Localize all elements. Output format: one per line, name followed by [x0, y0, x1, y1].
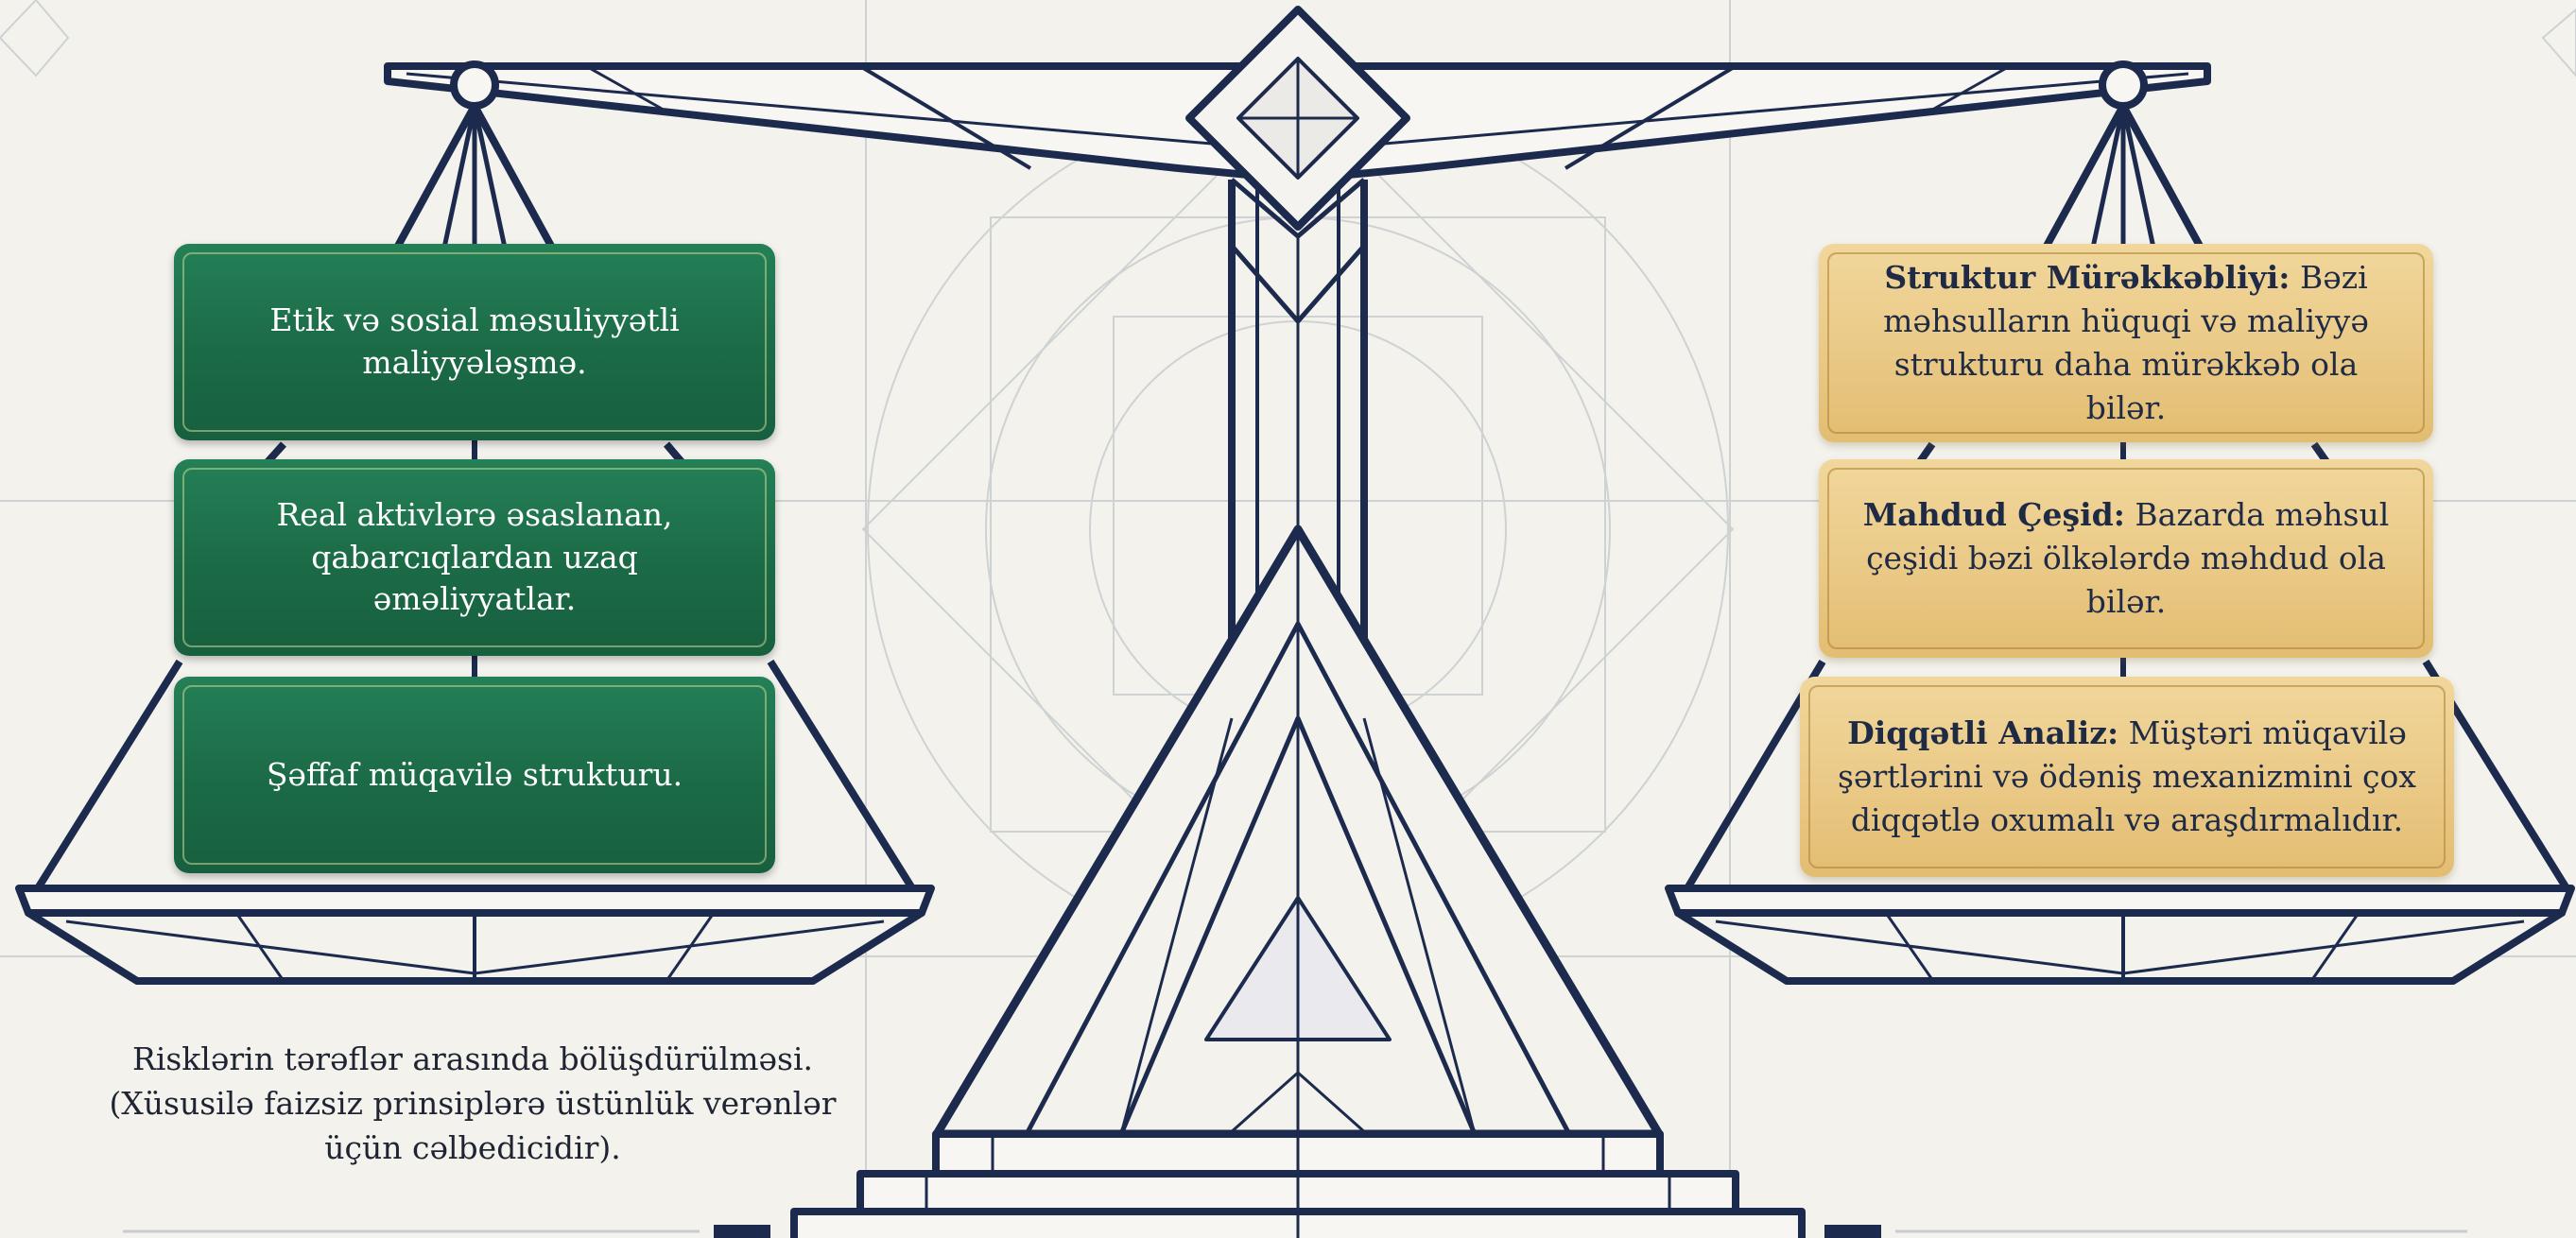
- advantage-card-text: Etik və sosial məsuliyyətli maliyyələşmə…: [208, 300, 741, 385]
- note-line-3: üçün cəlbedicidir).: [66, 1126, 879, 1171]
- advantage-card-transparency: Şəffaf müqavilə strukturu.: [174, 677, 775, 873]
- drawback-card-complexity: Struktur Mürəkkəbliyi: Bəzi məhsulların …: [1819, 244, 2433, 442]
- drawback-card-limited-range: Mahdud Çeşid: Bazarda məhsul çeşidi bəzi…: [1819, 459, 2433, 658]
- advantage-card-ethics: Etik və sosial məsuliyyətli maliyyələşmə…: [174, 244, 775, 440]
- drawback-card-title: Struktur Mürəkkəbliyi:: [1884, 259, 2290, 296]
- advantage-card-text: Real aktivlərə əsaslanan, qabarcıqlardan…: [208, 494, 741, 622]
- left-pan: [19, 888, 931, 981]
- advantage-card-text: Şəffaf müqavilə strukturu.: [267, 754, 683, 797]
- risk-sharing-note: Risklərin tərəflər arasında bölüşdürülmə…: [66, 1038, 879, 1171]
- drawback-card-careful-analysis: Diqqətli Analiz: Müştəri müqavilə şərtlə…: [1800, 677, 2454, 877]
- drawback-card-title: Diqqətli Analiz:: [1847, 714, 2118, 751]
- note-line-1: Risklərin tərəflər arasında bölüşdürülmə…: [66, 1038, 879, 1082]
- base-steps: [794, 1134, 1802, 1238]
- drawback-card-title: Mahdud Çeşid:: [1863, 496, 2125, 533]
- advantage-card-real-assets: Real aktivlərə əsaslanan, qabarcıqlardan…: [174, 459, 775, 656]
- left-pivot: [454, 64, 495, 106]
- right-pan: [1668, 888, 2571, 981]
- note-line-2: (Xüsusilə faizsiz prinsiplərə üstünlük v…: [66, 1082, 879, 1126]
- right-pivot: [2102, 64, 2144, 106]
